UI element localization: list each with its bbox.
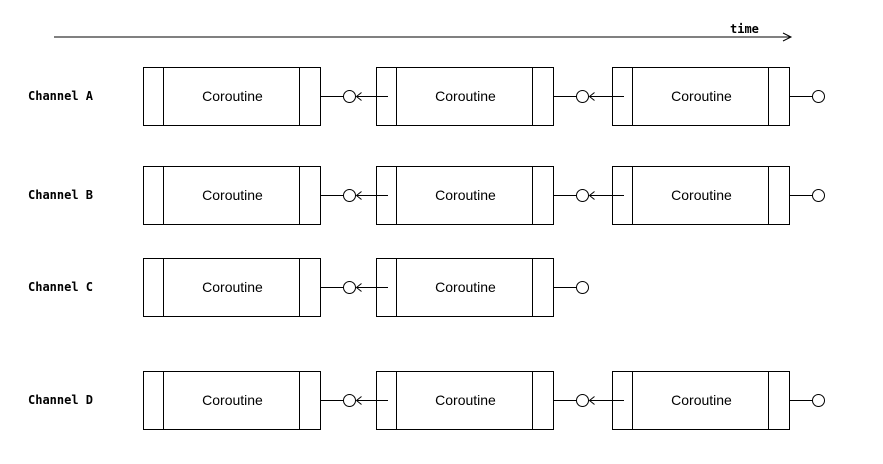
send-arrow-head [355, 283, 362, 292]
channel-label: Channel B [28, 188, 93, 202]
channel-port-circle [343, 394, 356, 407]
channel-label: Channel A [28, 89, 94, 103]
send-arrow-head [355, 92, 362, 101]
coroutine-label: Coroutine [435, 392, 496, 408]
coroutine-label: Coroutine [202, 392, 263, 408]
channel-port-circle [576, 90, 589, 103]
coroutine-label: Coroutine [671, 392, 732, 408]
send-arrow-head [355, 396, 362, 405]
coroutine-label: Coroutine [202, 279, 263, 295]
time-axis: time [54, 22, 793, 42]
channel-port-circle [812, 394, 825, 407]
channel-port-circle [343, 90, 356, 103]
channel-port-circle [576, 189, 589, 202]
channel-label: Channel D [28, 393, 93, 407]
channel-row: Channel C Coroutine Coroutine [28, 258, 589, 317]
send-arrow-head [588, 191, 595, 200]
channel-label: Channel C [28, 280, 93, 294]
coroutine-label: Coroutine [202, 88, 263, 104]
channel-row: Channel A Coroutine Coroutine Coroutine [28, 67, 825, 126]
channel-port-circle [576, 394, 589, 407]
coroutine-label: Coroutine [671, 88, 732, 104]
time-axis-arrowhead [782, 32, 793, 42]
send-arrow-head [588, 92, 595, 101]
send-arrow-head [588, 396, 595, 405]
channel-row: Channel D Coroutine Coroutine Coroutine [28, 371, 825, 430]
coroutine-label: Coroutine [671, 187, 732, 203]
coroutine-label: Coroutine [435, 88, 496, 104]
coroutine-label: Coroutine [435, 279, 496, 295]
send-arrow-head [355, 191, 362, 200]
channel-port-circle [812, 189, 825, 202]
coroutine-label: Coroutine [202, 187, 263, 203]
channel-port-circle [343, 189, 356, 202]
channel-port-circle [812, 90, 825, 103]
time-axis-label: time [730, 22, 759, 36]
channel-port-circle [576, 281, 589, 294]
coroutine-label: Coroutine [435, 187, 496, 203]
channel-row: Channel B Coroutine Coroutine Coroutine [28, 166, 825, 225]
channel-port-circle [343, 281, 356, 294]
